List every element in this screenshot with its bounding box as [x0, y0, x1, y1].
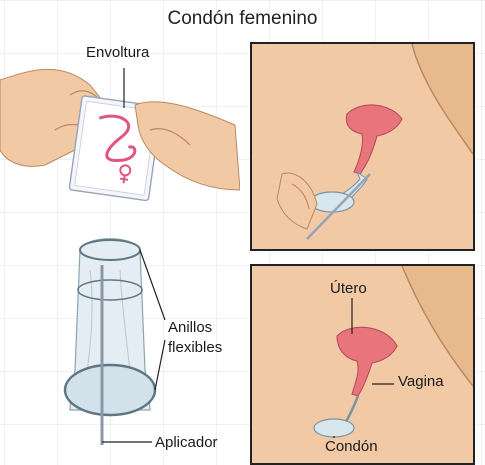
figure-title: Condón femenino — [0, 8, 485, 30]
outer-ring — [65, 365, 155, 415]
label-flexible-rings: Anillos flexibles — [168, 318, 222, 358]
label-wrapper: Envoltura — [86, 44, 149, 61]
hands-opening-wrapper-illustration — [0, 40, 240, 215]
label-condom: Condón — [325, 438, 378, 455]
insertion-panel — [250, 42, 475, 251]
label-uterus: Útero — [330, 280, 367, 297]
label-vagina: Vagina — [398, 373, 444, 390]
insertion-illustration — [252, 44, 473, 249]
label-applicator: Aplicador — [155, 434, 218, 451]
